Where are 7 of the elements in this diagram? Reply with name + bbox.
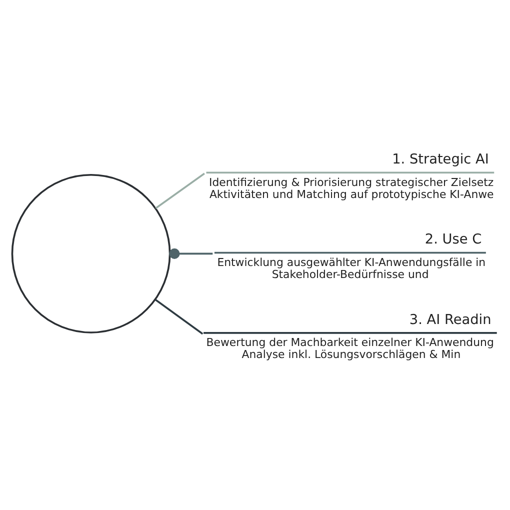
node-circle — [11, 173, 171, 333]
node-text: 1. Strategic AI Identifizierung & Priorisierung strategischer Zielsetz Aktivitäten und Matching auf prototypische KI-Anwe — [209, 150, 494, 200]
connector — [169, 248, 213, 258]
node-text: 3. AI Readin Bewertung der Machbarkeit einzelner KI-Anwendung Analyse inkl. Lösungsvorschlägen & Min — [206, 311, 494, 361]
connector — [154, 298, 204, 334]
connector — [155, 172, 205, 208]
node-text: 2. Use C Entwicklung ausgewählter KI-Anwendungsfälle in Stakeholder-Bedürfnisse und — [217, 231, 486, 280]
